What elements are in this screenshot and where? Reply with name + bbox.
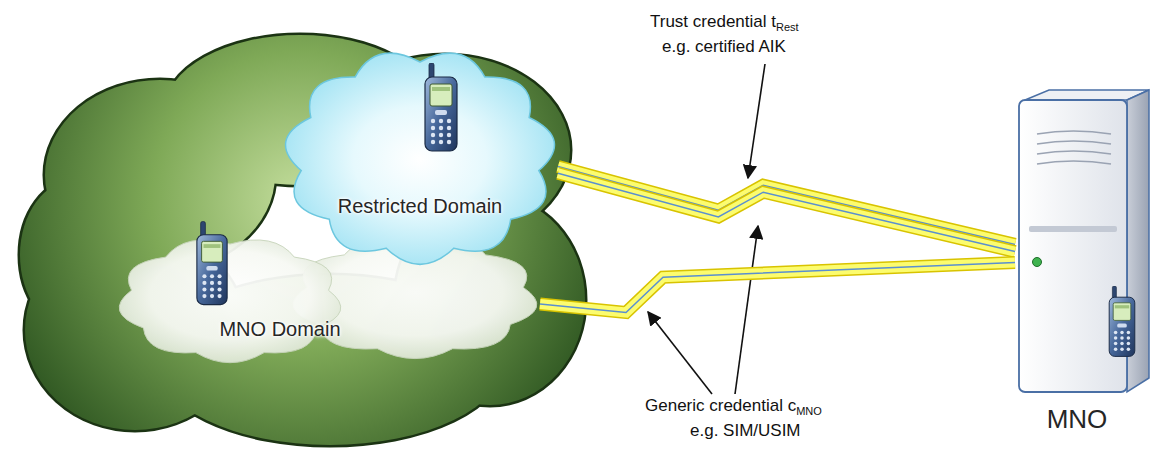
restricted-domain-cloud: Restricted Domain: [283, 45, 558, 270]
bolt-edge: [540, 262, 1015, 312]
server-vent: [1037, 161, 1111, 164]
callout-label: Trust credential t: [650, 12, 776, 31]
cloud-outline: [286, 53, 555, 264]
subscript: Rest: [776, 21, 799, 33]
cloud-outline: [119, 240, 341, 363]
generic-leader: [735, 226, 758, 394]
callout-label: Generic credential c: [645, 396, 796, 415]
mobile-phone: [1109, 286, 1135, 356]
node-label: MNO: [1047, 404, 1108, 435]
link-line: [558, 173, 1015, 251]
lightning-link: [558, 173, 1015, 251]
mobile-phone: [425, 63, 457, 151]
trust-leader: [748, 64, 765, 178]
bolt-fill: [540, 262, 1015, 312]
lightning-link: [540, 262, 1015, 312]
callout-text: e.g. SIM/USIM: [690, 421, 801, 441]
callout-label: e.g. certified AIK: [662, 37, 786, 56]
node-label: MNO Domain: [219, 318, 340, 341]
callout-text: e.g. certified AIK: [662, 37, 786, 57]
subscript: MNO: [796, 405, 822, 417]
node-shape: [283, 45, 558, 270]
link-line: [540, 262, 1015, 312]
callout-label: e.g. SIM/USIM: [690, 421, 801, 440]
server-vent: [1037, 131, 1111, 134]
mobile-phone: [197, 222, 227, 305]
server-vent: [1037, 141, 1111, 144]
bolt-fill: [558, 173, 1015, 251]
generic-leader: [648, 312, 712, 394]
callout-text: Generic credential cMNO: [645, 396, 822, 416]
status-led: [1033, 258, 1042, 267]
callout-text: Trust credential tRest: [650, 12, 799, 32]
node-label: Restricted Domain: [338, 195, 503, 218]
server-vent: [1037, 151, 1111, 154]
server-slot: [1029, 226, 1117, 232]
mno-server: MNO: [1015, 86, 1155, 446]
node-shape: [1015, 86, 1155, 446]
bolt-edge: [558, 173, 1015, 251]
